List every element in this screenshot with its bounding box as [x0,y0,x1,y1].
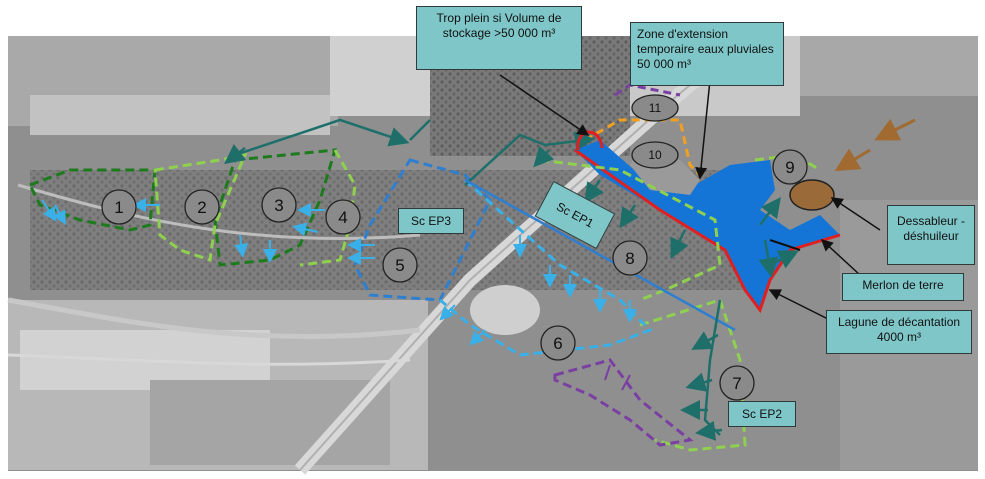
svg-text:2: 2 [197,198,206,217]
zone-marker-6: 6 [540,325,576,361]
callout-merlon-text: Merlon de terre [862,278,944,292]
lagoon-edge [769,239,801,251]
zone-marker-9: 9 [772,149,808,185]
aerial-background [7,36,978,475]
sub-catchment-ep3-text: Sc EP3 [410,214,452,228]
sub-catchment-ep1-text: Sc EP1 [554,199,596,231]
svg-text:1: 1 [114,198,123,217]
sub-catchment-label-ep3: Sc EP3 [398,208,464,234]
callout-lagune: Lagune de décantation 4000 m³ [826,310,972,354]
zone-marker-10: 10 [631,141,679,169]
callout-zone-extension-text: Zone d'extension temporaire eaux pluvial… [637,27,774,71]
zone-marker-2: 2 [184,189,220,225]
zone-marker-8: 8 [612,240,648,276]
callout-merlon: Merlon de terre [842,273,964,301]
sub-catchment-label-ep2: Sc EP2 [728,401,796,427]
purple-catchment-outline [553,358,694,447]
flow-arrows [41,198,637,391]
callout-dessableur-text: Dessableur -déshuileur [896,214,966,243]
zone-marker-5: 5 [382,247,418,283]
blue-catchment-outlines [353,158,653,357]
zone-marker-4: 4 [325,199,361,235]
callout-trop-plein-text: Trop plein si Volume de stockage >50 000… [436,11,562,40]
sub-catchment-ep2-text: Sc EP2 [741,407,783,421]
desander-ellipse [789,179,835,211]
svg-text:3: 3 [274,196,283,215]
brown-inflow-arrows [834,118,916,172]
callout-zone-extension: Zone d'extension temporaire eaux pluvial… [630,22,784,86]
svg-text:9: 9 [785,158,794,177]
callout-trop-plein: Trop plein si Volume de stockage >50 000… [416,6,582,70]
teal-collector-network [224,118,799,441]
svg-text:10: 10 [648,148,662,162]
callout-leaders [499,74,881,321]
svg-text:4: 4 [338,208,347,227]
zone-marker-1: 1 [101,189,137,225]
callout-dessableur: Dessableur -déshuileur [887,205,975,265]
svg-text:6: 6 [553,334,562,353]
svg-text:5: 5 [395,256,404,275]
svg-text:7: 7 [732,374,741,393]
svg-text:11: 11 [649,101,662,115]
zone-marker-7: 7 [719,365,755,401]
callout-lagune-text: Lagune de décantation 4000 m³ [837,315,961,344]
zone-markers: 1 2 3 4 5 6 7 8 9 10 11 [101,94,808,401]
zone-marker-11: 11 [631,94,679,122]
svg-text:8: 8 [625,249,634,268]
zone-marker-3: 3 [261,187,297,223]
